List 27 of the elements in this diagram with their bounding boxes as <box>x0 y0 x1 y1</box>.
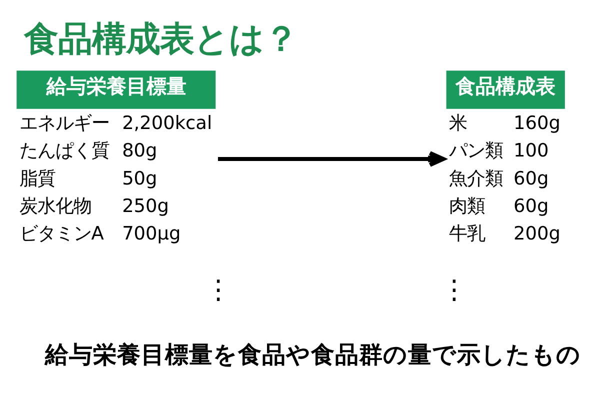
node-label: 60g <box>514 195 549 216</box>
node-label: 牛乳 <box>448 223 485 244</box>
label: ⋮ <box>205 275 232 306</box>
arrow <box>218 150 446 166</box>
node-label: パン類 <box>448 140 503 162</box>
caption: 給与栄養目標量を食品や食品群の量で示したもの <box>44 340 581 368</box>
node-label: ビタミンA <box>19 223 104 244</box>
node-label: 米 <box>448 112 467 134</box>
node-box: 給与栄養目標量 <box>16 70 216 108</box>
node-label: 160g <box>514 112 560 134</box>
diagram-title: 食品構成表とは？ <box>24 19 298 60</box>
node-label: 2,200kcal <box>122 112 212 134</box>
node-label: 脂質 <box>19 168 56 189</box>
node-label: 魚介類 <box>448 168 503 189</box>
label: ⋮ <box>441 275 468 306</box>
node-label: 肉類 <box>448 195 485 216</box>
node-label: 250g <box>122 195 169 216</box>
node-label: 200g <box>514 223 560 244</box>
node-label: 50g <box>122 168 158 189</box>
node-label: たんぱく質 <box>19 140 110 162</box>
node-label: 100 <box>514 140 549 162</box>
node-label: 700μg <box>122 223 181 244</box>
node-label: 炭水化物 <box>19 195 92 216</box>
node-label: 60g <box>514 168 549 189</box>
node-box: 食品構成表 <box>446 70 565 108</box>
node-label: エネルギー <box>19 112 110 134</box>
node-label: 80g <box>122 140 158 162</box>
